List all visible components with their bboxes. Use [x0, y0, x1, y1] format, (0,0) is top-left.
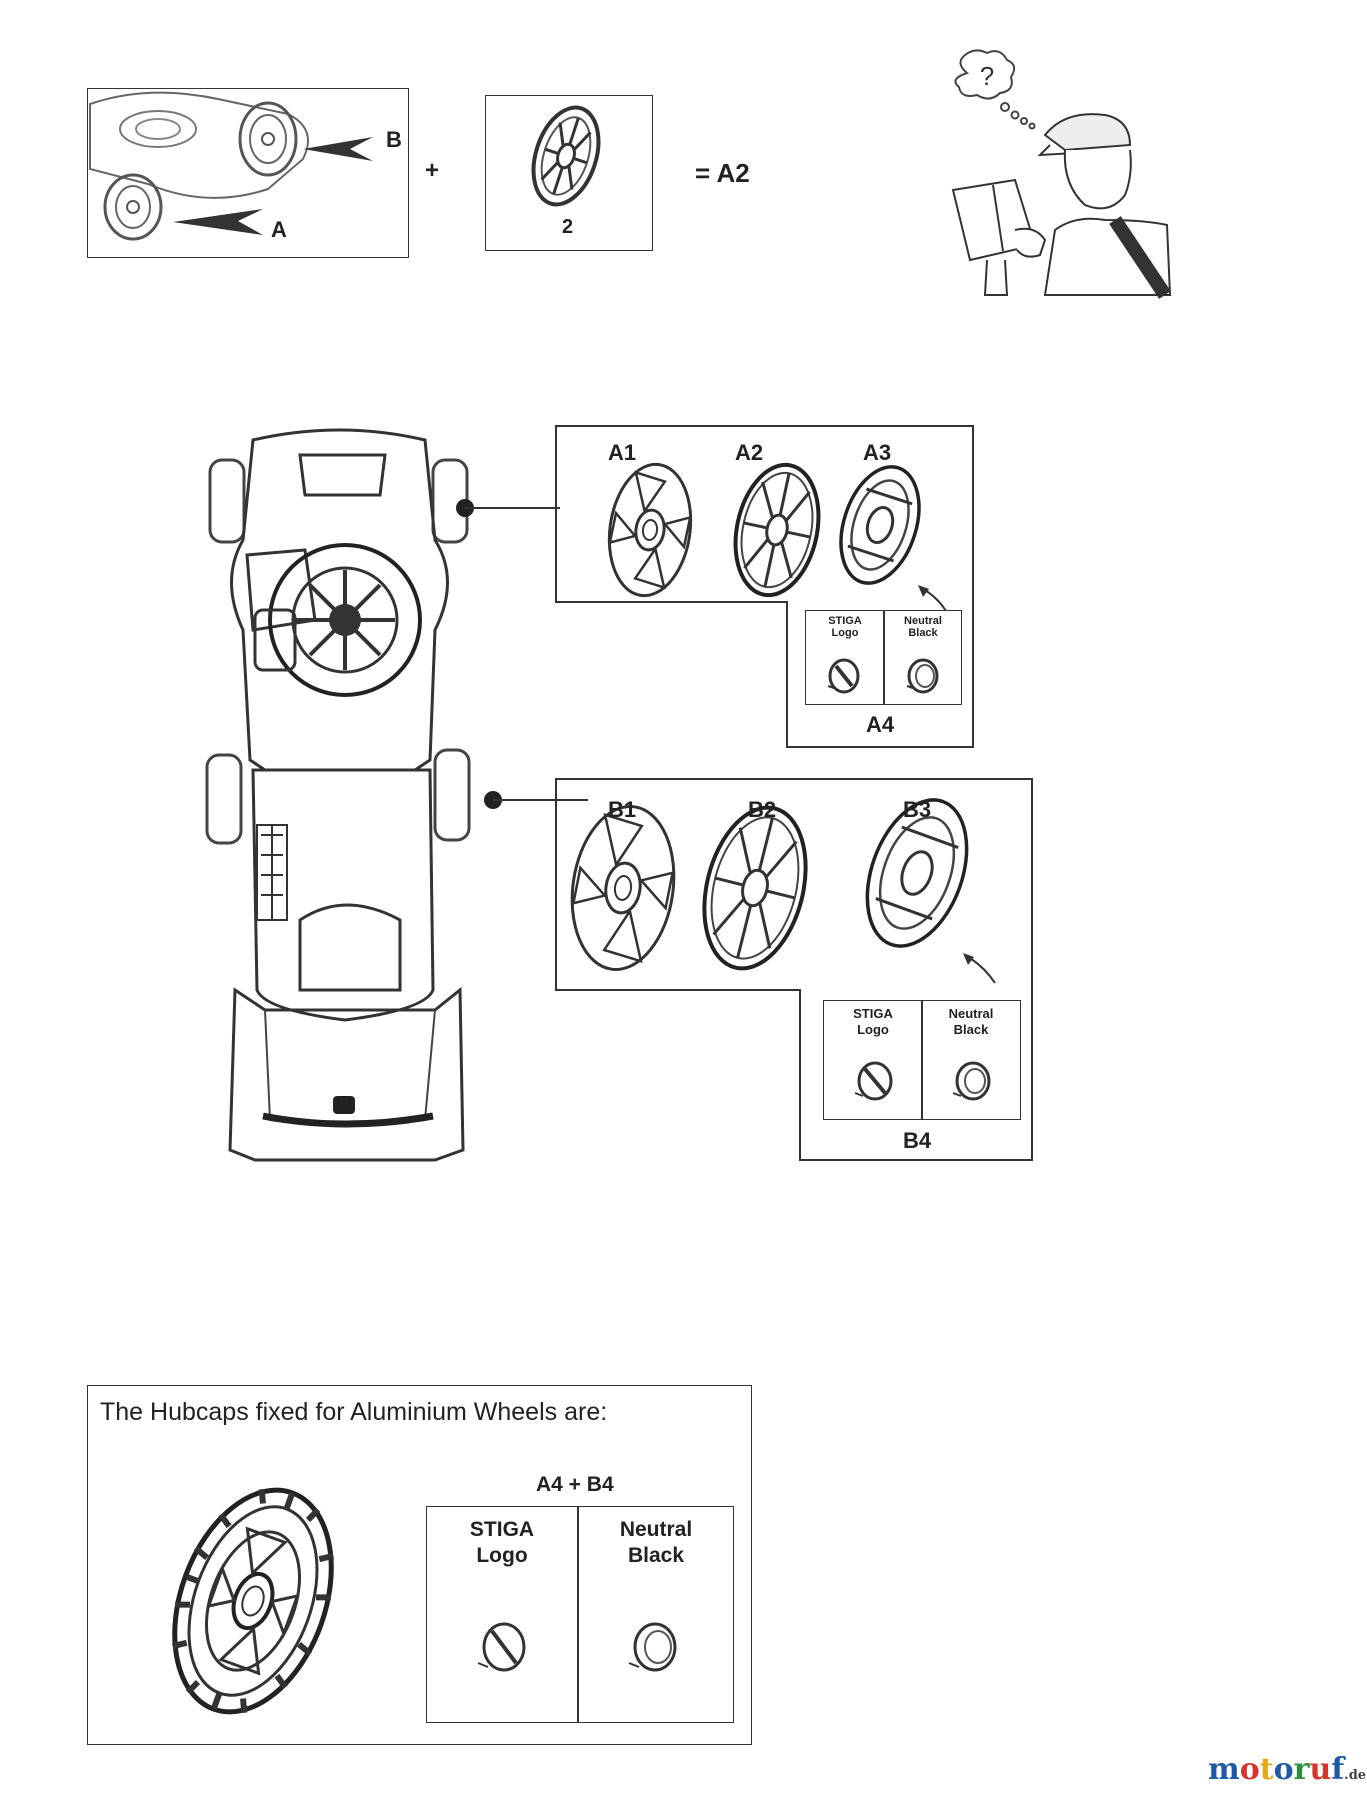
b4-neutral-cap-drawing — [952, 1061, 991, 1101]
lawn-mower-top-view — [205, 428, 471, 1162]
rear-wheel-connector — [484, 791, 588, 809]
front-wheel-connector — [456, 499, 560, 517]
aluminium-neutral-label: Neutral Black — [619, 1518, 693, 1567]
mower-front-wheels-drawing — [89, 91, 373, 241]
a4-neutral-label: Neutral Black — [904, 615, 942, 639]
wheel-position-panel: B A — [87, 88, 409, 258]
b4-center-caps-table: STIGA Logo Neutral Black — [823, 1000, 1021, 1120]
aluminium-stiga-label: STIGA Logo — [469, 1518, 535, 1567]
b4-stiga-label: STIGA Logo — [853, 1006, 893, 1037]
b4-divider — [921, 1001, 923, 1119]
aluminium-title: The Hubcaps fixed for Aluminium Wheels a… — [100, 1398, 608, 1426]
aluminium-caps-table: STIGA Logo Neutral Black — [426, 1506, 734, 1723]
hubcap-drawing — [531, 105, 601, 207]
b4-neutral-label: Neutral Black — [948, 1006, 994, 1037]
aluminium-neutral-cap-drawing — [628, 1622, 677, 1672]
a4-divider — [883, 611, 885, 704]
a4-neutral-cap-drawing — [906, 658, 939, 694]
aluminium-wheels-panel: The Hubcaps fixed for Aluminium Wheels a… — [87, 1385, 752, 1745]
label-b: B — [386, 127, 402, 152]
aluminium-wheel-drawing — [171, 1487, 335, 1715]
b4-label: B4 — [903, 1128, 932, 1153]
item-number: 2 — [562, 216, 574, 238]
hubcap-a2-label: A2 — [735, 440, 764, 465]
combo-label: A4 + B4 — [536, 1473, 614, 1496]
plus-sign: + — [425, 157, 440, 184]
a4-label: A4 — [866, 712, 895, 737]
b4-stiga-cap-drawing — [854, 1061, 893, 1101]
a4-stiga-label: STIGA Logo — [828, 615, 862, 639]
a4-center-caps-table: STIGA Logo Neutral Black — [805, 610, 962, 705]
hubcap-b1-label: B1 — [608, 797, 637, 822]
hubcap-b3-label: B3 — [903, 797, 932, 822]
hubcap-b2-label: B2 — [748, 797, 777, 822]
aluminium-stiga-cap-drawing — [477, 1622, 526, 1672]
equals-result: = A2 — [695, 158, 750, 188]
hubcap-item-panel: 2 — [485, 95, 653, 251]
person-reading-manual-illustration: ? — [951, 49, 1172, 299]
question-mark: ? — [980, 61, 994, 91]
hubcap-a1-label: A1 — [608, 440, 637, 465]
label-a: A — [271, 217, 287, 242]
motoruf-watermark-logo: motoruf.de — [1208, 1752, 1367, 1787]
a4-stiga-cap-drawing — [827, 658, 860, 694]
aluminium-divider — [577, 1507, 579, 1722]
rear-hubcap-panel-outline — [555, 778, 1033, 1161]
hubcap-a3-label: A3 — [863, 440, 892, 465]
